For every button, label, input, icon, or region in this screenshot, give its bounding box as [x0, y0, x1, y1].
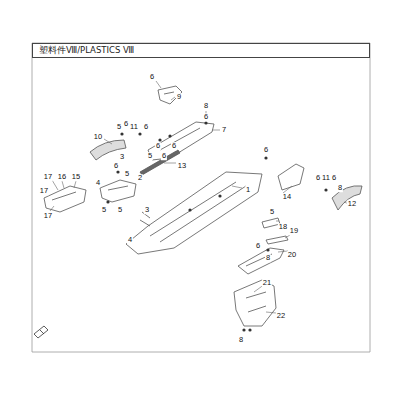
callout-number: 20 [287, 251, 297, 259]
callout-number: 11 [129, 123, 139, 131]
callout-number: 21 [262, 279, 272, 287]
callout-number: 9 [176, 93, 182, 101]
callout-number: 5 [117, 206, 123, 214]
part-20 [238, 248, 284, 274]
callout-number: 5 [124, 170, 130, 178]
screws [106, 121, 327, 331]
callout-number: 2 [137, 174, 143, 182]
callout-number: 6 [255, 242, 261, 250]
part-14 [278, 164, 304, 190]
callout-number: 19 [289, 227, 299, 235]
callout-number: 12 [347, 200, 357, 208]
callout-number: 8 [265, 254, 271, 262]
callout-number: 13 [177, 162, 187, 170]
callout-number: 22 [276, 312, 286, 320]
part-19 [266, 236, 288, 244]
part-1 [126, 172, 262, 254]
callout-number: 7 [221, 126, 227, 134]
callout-number: 10 [93, 133, 103, 141]
callout-number: 3 [144, 206, 150, 214]
callout-number: 17 [39, 187, 49, 195]
callout-number: 4 [127, 236, 133, 244]
callout-number: 5 [116, 123, 122, 131]
callout-number: 11 [321, 174, 331, 182]
part-10 [90, 140, 126, 160]
callout-number: 8 [238, 336, 244, 344]
callout-number: 15 [71, 173, 81, 181]
frame [32, 43, 370, 352]
callout-number: 5 [269, 208, 275, 216]
callout-number: 14 [282, 193, 292, 201]
callout-number: 18 [278, 223, 288, 231]
callout-number: 8 [337, 184, 343, 192]
callout-number: 8 [203, 102, 209, 110]
part-16 [44, 186, 86, 212]
callout-number: 6 [161, 152, 167, 160]
callout-number: 5 [147, 152, 153, 160]
title-box: 塑料件Ⅷ/PLASTICS Ⅷ [32, 43, 370, 58]
callout-number: 6 [263, 146, 269, 154]
leader-lines [50, 81, 349, 313]
callout-number: 16 [57, 173, 67, 181]
callout-number: 6 [331, 174, 337, 182]
callout-number: 6 [143, 123, 149, 131]
callout-number: 6 [113, 162, 119, 170]
part-13 [140, 150, 180, 175]
callout-number: 1 [245, 186, 251, 194]
callout-number: 6 [155, 142, 161, 150]
callout-number: 6 [149, 73, 155, 81]
part-3 [140, 212, 150, 226]
callout-number: 5 [101, 206, 107, 214]
callout-number: 17 [43, 212, 53, 220]
part-2 [100, 180, 136, 202]
callout-number: 17 [43, 173, 53, 181]
part-7 [148, 122, 214, 160]
callout-number: 6 [171, 142, 177, 150]
callout-number: 3 [119, 153, 125, 161]
callout-number: 4 [95, 179, 101, 187]
callout-number: 6 [203, 113, 209, 121]
tag-icon [34, 326, 48, 338]
part-9 [158, 86, 182, 104]
part-21 [234, 280, 276, 326]
